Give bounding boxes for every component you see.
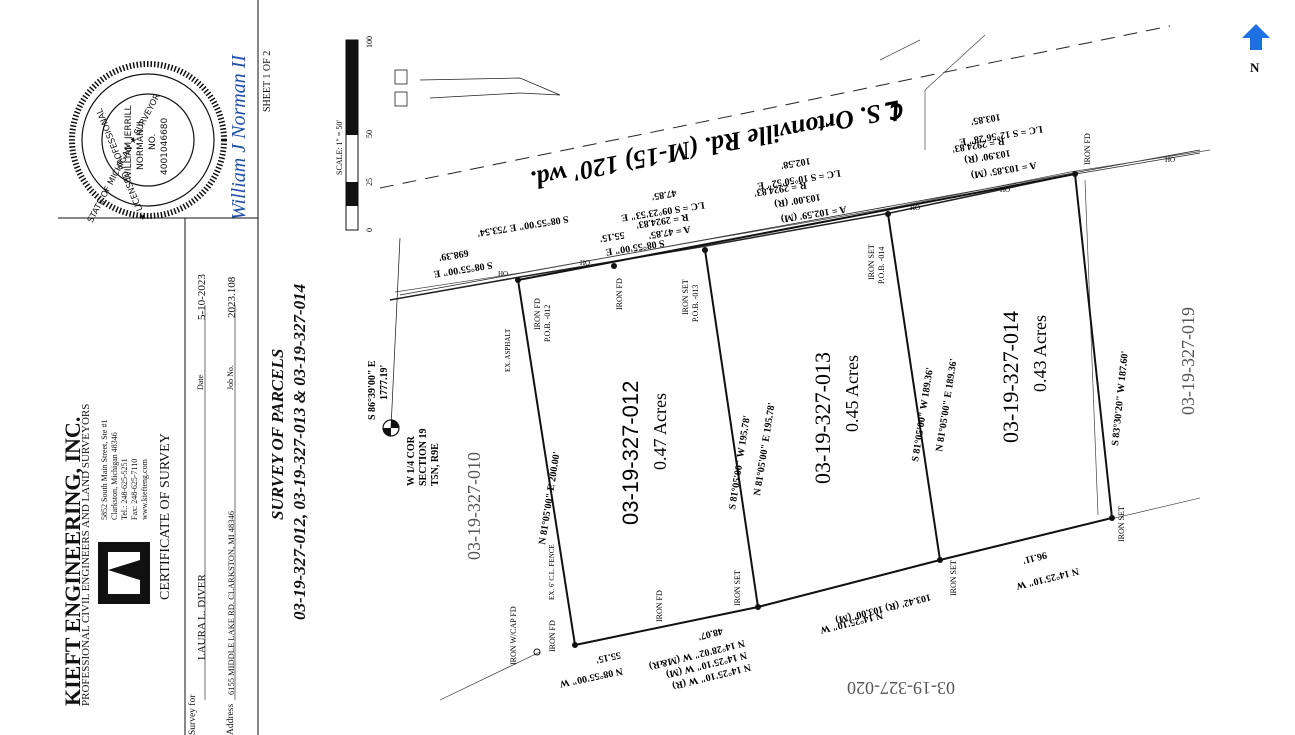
parcel-013-id: 03-19-327-013 (810, 352, 835, 484)
utility-ho-2: HO (580, 259, 590, 267)
curve1-lcd: 47.85' (650, 187, 677, 202)
rear1-dist: 55.15' (594, 649, 621, 665)
corner-tie-bearing: S 86°39'00" E (367, 360, 378, 420)
mon-se-ironset: IRON SET (1117, 506, 1126, 542)
utility-line (394, 34, 1211, 516)
mon-rear-ironfd: IRON FD (655, 590, 664, 622)
surveyor-signature: William J Norman II (228, 55, 250, 220)
address-value: 6155 MIDDLE LAKE RD. CLARKSTON, MI 48346 (226, 510, 236, 695)
mon-014-iron: IRON SET (867, 244, 876, 280)
seal-line3: NO. (148, 133, 158, 150)
utility-ho-1: HO (498, 270, 508, 278)
rear4-b: 96.11' (1021, 549, 1048, 566)
corner-tie-dist: 1777.19' (379, 365, 390, 401)
line-e014: S 83°30'20" W 187.60' (1110, 350, 1131, 446)
parcel-012-id: 03-19-327-012 (618, 381, 643, 525)
road-name: ℄ S. Ortonville Rd. (M-15) 120' wd. (528, 94, 907, 195)
survey-for-label: Survey for (188, 694, 198, 735)
mon-rear-ironset2: IRON SET (949, 560, 958, 596)
road-line-seg1-dist: 698.39' (437, 247, 469, 263)
drawing-labels: SCALE: 1" = 50' 0 25 50 100 ℄ S. Ortonvi… (335, 36, 1198, 698)
scale-tick-100: 100 (365, 36, 374, 48)
doc-type: CERTIFICATE OF SURVEY (158, 433, 173, 600)
rear2-d: 48.07' (697, 625, 724, 642)
parcel-013-area: 0.45 Acres (842, 355, 862, 432)
firm-fax: Fax: 248-625-7110 (130, 458, 139, 520)
firm-tel: Tel.: 248-625-5251 (120, 458, 129, 520)
mon-sw-iron: IRON FD (548, 620, 557, 652)
seal-line2: NORMAN II (136, 121, 146, 170)
utility-ho-3: HO (910, 204, 920, 212)
mon-014-pob: P.O.B. -014 (877, 247, 886, 284)
firm-address1: 5852 South Main Street, Ste #1 (100, 419, 109, 520)
job-label: Job No. (226, 365, 235, 390)
scale-tick-0: 0 (365, 228, 374, 232)
scale-bar (345, 39, 359, 231)
mon-012-pob: P.O.B. -012 (543, 305, 552, 342)
mon-rear-ironset1: IRON SET (733, 570, 742, 606)
road-lines (379, 25, 1201, 701)
firm-address2: Clarkston, Michigan 48346 (110, 432, 119, 520)
seal-line1: WILLIAM JERRILL (124, 105, 134, 180)
date-label: Date (196, 374, 205, 390)
adjacent-east: 03-19-327-019 (1178, 307, 1198, 415)
road-line-total: S 08°55'00" E 753.54' (476, 213, 569, 238)
date-value: 5-10-2023 (196, 274, 208, 320)
survey-for-value: LAURA L. DIVER (196, 574, 208, 660)
survey-title-line2: 03-19-327-012, 03-19-327-013 & 03-19-327… (290, 283, 309, 620)
parcel-014-area: 0.43 Acres (1030, 315, 1050, 392)
utility-ho-4: HO (1000, 186, 1010, 194)
firm-tagline: PROFESSIONAL CIVIL ENGINEERS AND LAND SU… (80, 403, 92, 706)
seal-line4: 4001046680 (160, 117, 170, 175)
parcel-012-area: 0.47 Acres (650, 393, 670, 470)
mon-asphalt: EX. ASPHALT (504, 328, 512, 372)
survey-title-line1: SURVEY OF PARCELS (268, 348, 287, 520)
north-arrow-icon (1242, 24, 1270, 50)
mon-fence: EX. 6' C.L. FENCE (548, 544, 556, 600)
surveyor-seal-icon (69, 61, 227, 219)
road-line-seg2-dist: 55.15' (598, 229, 625, 244)
scale-tick-25: 25 (365, 178, 374, 186)
rear4-a: N 14°25'10" W (1015, 565, 1080, 591)
corner-label-1: W 1/4 COR (406, 435, 417, 486)
job-value: 2023.108 (226, 276, 238, 318)
mon-cap: IRON W/CAP FD (509, 606, 518, 665)
line-w012: N 81°05'00" E 200.00' (537, 451, 563, 546)
kieft-logo-icon (98, 542, 150, 604)
line-014b: N 81°05'00" E 189.36' (934, 358, 960, 453)
curve3-lcd: 103.85' (969, 111, 1001, 127)
mon-013-iron: IRON SET (681, 279, 690, 315)
section-corner-icon (382, 237, 401, 437)
parcel-014-id: 03-19-327-014 (998, 311, 1023, 443)
mon-013-pob: P.O.B. -013 (691, 285, 700, 322)
scale-tick-50: 50 (365, 130, 374, 138)
mon-ironfd-2: IRON FD (615, 278, 624, 310)
curve2-lcd: 102.58' (779, 155, 811, 171)
adjacent-south: 03-19-327-020 (847, 678, 955, 698)
monument-markers (515, 171, 1115, 656)
rear1-bearing: N 08°55'00" W (558, 665, 623, 689)
road-symbols (394, 69, 561, 107)
mon-ne-ironfd: IRON FD (1083, 133, 1092, 165)
scale-label: SCALE: 1" = 50' (335, 120, 344, 175)
mon-012-iron: IRON FD (533, 298, 542, 330)
adjacent-west: 03-19-327-010 (464, 452, 484, 560)
firm-web: www.kiefteng.com (140, 459, 149, 520)
corner-label-3: T5N, R9E (430, 443, 441, 486)
sheet-number: SHEET 1 OF 2 (262, 50, 273, 112)
title-block-frame (58, 0, 259, 735)
utility-ho-5: HO (1165, 156, 1175, 164)
corner-label-2: SECTION 19 (418, 428, 429, 486)
line-013b: N 81°05'00" E 195.78' (752, 402, 778, 497)
address-label: Address (226, 703, 236, 735)
north-label: N (1250, 60, 1260, 75)
